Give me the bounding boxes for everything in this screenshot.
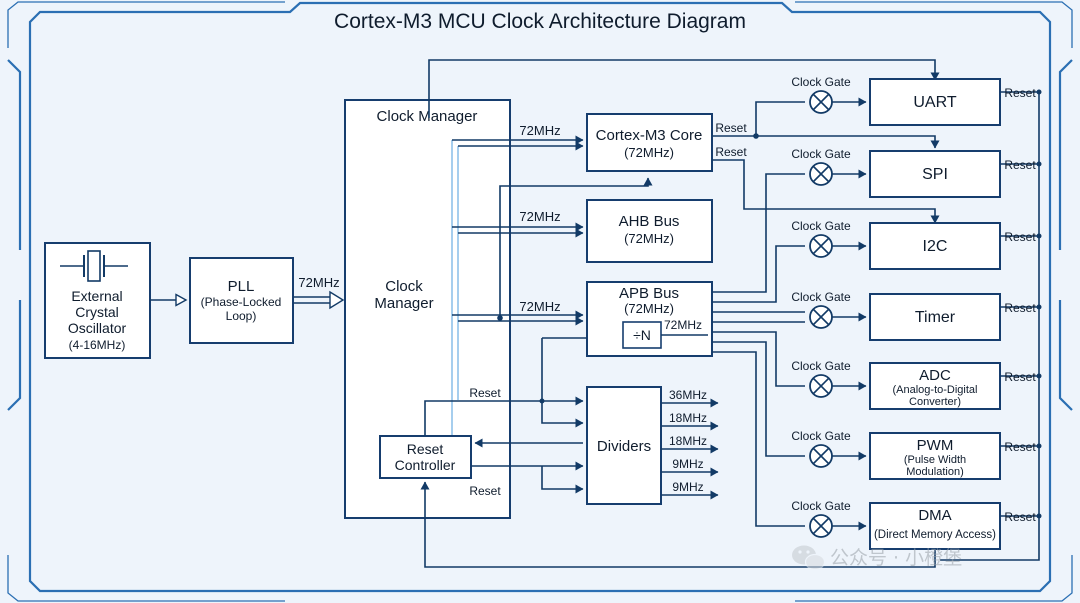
apb-gate-wiring (712, 173, 805, 527)
apb-block: APB Bus (72MHz) ÷N 72MHz (586, 281, 713, 357)
peripheral-desc-2: Modulation) (906, 466, 963, 478)
divider-out-1: 36MHz (669, 388, 707, 402)
ahb-freq: (72MHz) (624, 231, 674, 246)
apb-freq: (72MHz) (624, 301, 674, 316)
clock-manager-label-1: Clock (385, 278, 423, 295)
peripheral-name: I2C (923, 238, 948, 255)
core-peripheral-wiring (712, 101, 940, 224)
outer-frame (7, 1, 1073, 602)
diagram-title: Cortex-M3 MCU Clock Architecture Diagram (334, 10, 746, 33)
core-block: Cortex-M3 Core (72MHz) (586, 113, 713, 172)
clock-gate-label: Clock Gate (791, 359, 851, 373)
ahb-input-freq: 72MHz (519, 209, 560, 224)
oscillator-frequency: (4-16MHz) (69, 338, 126, 352)
apb-title: APB Bus (619, 285, 679, 302)
divider-out-4: 9MHz (672, 457, 703, 471)
reset-label-rc-bottom: Reset (469, 484, 501, 498)
peripheral-uart: UART Reset (869, 78, 1042, 126)
peripheral-reset-label: Reset (1004, 301, 1036, 315)
peripheral-desc-1: (Direct Memory Access) (874, 529, 996, 541)
crystal-icon (60, 250, 128, 282)
reset-controller-label-1: Reset (407, 441, 444, 457)
pll-subtitle-1: (Phase-Locked (201, 295, 282, 309)
clock-gate-label: Clock Gate (791, 499, 851, 513)
pll-block: PLL (Phase-Locked Loop) (189, 257, 294, 344)
divider-output-freq: 72MHz (664, 318, 702, 332)
peripheral-desc-1: (Analog-to-Digital (893, 384, 978, 396)
clock-manager-header: Clock Manager (377, 108, 478, 125)
reset-label-rc-top: Reset (469, 386, 501, 400)
wechat-icon (792, 545, 826, 571)
pll-title: PLL (228, 278, 255, 295)
peripheral-reset-label: Reset (1004, 510, 1036, 524)
pll-subtitle-2: Loop) (226, 309, 257, 323)
core-title: Cortex-M3 Core (596, 127, 703, 144)
peripheral-i2c: I2C Reset (869, 222, 1042, 270)
peripheral-name: Timer (915, 309, 956, 326)
clock-gate-label: Clock Gate (791, 147, 851, 161)
peripheral-spi: SPI Reset (869, 150, 1042, 198)
oscillator-block: External Crystal Oscillator (4-16MHz) (44, 242, 151, 359)
peripheral-name: ADC (919, 367, 951, 384)
peripheral-timer: Timer Reset (869, 293, 1042, 341)
clock-gate-uart: Clock Gate (791, 75, 867, 114)
clock-gate-adc: Clock Gate (791, 359, 867, 398)
apb-input-freq: 72MHz (519, 299, 560, 314)
clock-gate-label: Clock Gate (791, 219, 851, 233)
divider-block (622, 321, 662, 349)
clock-gate-timer: Clock Gate (791, 290, 867, 329)
divider-out-2: 18MHz (669, 411, 707, 425)
reset-label-core-1: Reset (715, 121, 747, 135)
clock-gate-label: Clock Gate (791, 429, 851, 443)
reset-controller-label-2: Controller (395, 457, 456, 473)
clock-distribution-wires (428, 59, 940, 462)
divider-out-3: 18MHz (669, 434, 707, 448)
peripheral-name: UART (913, 94, 956, 111)
peripheral-group: UARTResetSPIResetI2CResetTimerResetADC(A… (869, 78, 1042, 550)
clock-gate-label: Clock Gate (791, 290, 851, 304)
peripheral-reset-label: Reset (1004, 440, 1036, 454)
pll-to-clock-manager-bus (293, 290, 345, 310)
oscillator-label-2: Crystal (75, 304, 119, 320)
core-input-freq: 72MHz (519, 123, 560, 138)
peripheral-desc-2: Converter) (909, 396, 961, 408)
clock-gate-spi: Clock Gate (791, 147, 867, 186)
reset-label-core-2: Reset (715, 145, 747, 159)
clock-gate-label: Clock Gate (791, 75, 851, 89)
divider-out-5: 9MHz (672, 480, 703, 494)
peripheral-reset-label: Reset (1004, 230, 1036, 244)
peripheral-name: PWM (917, 437, 954, 454)
oscillator-label-3: Oscillator (68, 320, 127, 336)
oscillator-label-1: External (71, 288, 122, 304)
reset-wiring (420, 92, 1040, 568)
clock-gate-pwm: Clock Gate (791, 429, 867, 468)
ahb-title: AHB Bus (619, 213, 680, 230)
divider-symbol: ÷N (633, 327, 651, 343)
dividers-block: Dividers (586, 386, 662, 505)
peripheral-dma: DMA (Direct Memory Access) Reset (869, 502, 1042, 550)
peripheral-name: SPI (922, 166, 948, 183)
peripheral-reset-label: Reset (1004, 86, 1036, 100)
clock-manager-label-2: Manager (374, 295, 433, 312)
watermark: 公众号 · 小橙堡 (792, 545, 962, 571)
clock-gate-i2c: Clock Gate (791, 219, 867, 258)
divider-output-arrows (661, 398, 719, 500)
peripheral-name: DMA (918, 507, 951, 524)
pll-output-freq: 72MHz (298, 275, 339, 290)
reset-controller-block: Reset Controller (379, 435, 472, 479)
watermark-text: 公众号 · 小橙堡 (830, 547, 962, 569)
dividers-title: Dividers (597, 438, 651, 455)
peripheral-reset-label: Reset (1004, 370, 1036, 384)
peripheral-desc-1: (Pulse Width (904, 454, 966, 466)
peripheral-reset-label: Reset (1004, 158, 1036, 172)
core-freq: (72MHz) (624, 145, 674, 160)
ahb-block: AHB Bus (72MHz) (586, 199, 713, 263)
clock-gate-dma: Clock Gate (791, 499, 867, 538)
